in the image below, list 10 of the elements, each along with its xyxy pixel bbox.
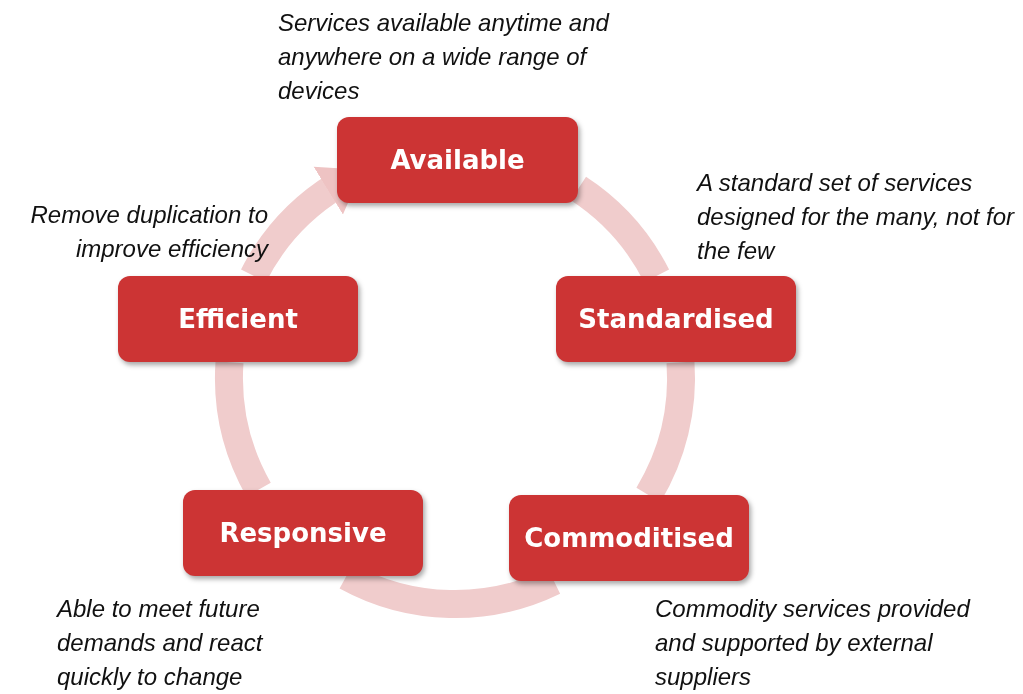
description-text: Services available anytime and anywhere on a wide range of devices xyxy=(278,8,611,106)
description-text: Able to meet future demands and react quickly to change xyxy=(57,594,264,692)
stage-box: Efficient xyxy=(118,276,358,362)
stage-box: Commoditised xyxy=(509,495,749,581)
description-text: A standard set of services designed for the many, not for the few xyxy=(697,168,1016,266)
description-text: Remove duplication to improve efficiency xyxy=(29,200,268,264)
description-text: Commodity services provided and supported by external suppliers xyxy=(655,594,972,692)
stage-box: Available xyxy=(337,117,578,203)
stage-box: Standardised xyxy=(556,276,796,362)
stage-box: Responsive xyxy=(183,490,423,576)
